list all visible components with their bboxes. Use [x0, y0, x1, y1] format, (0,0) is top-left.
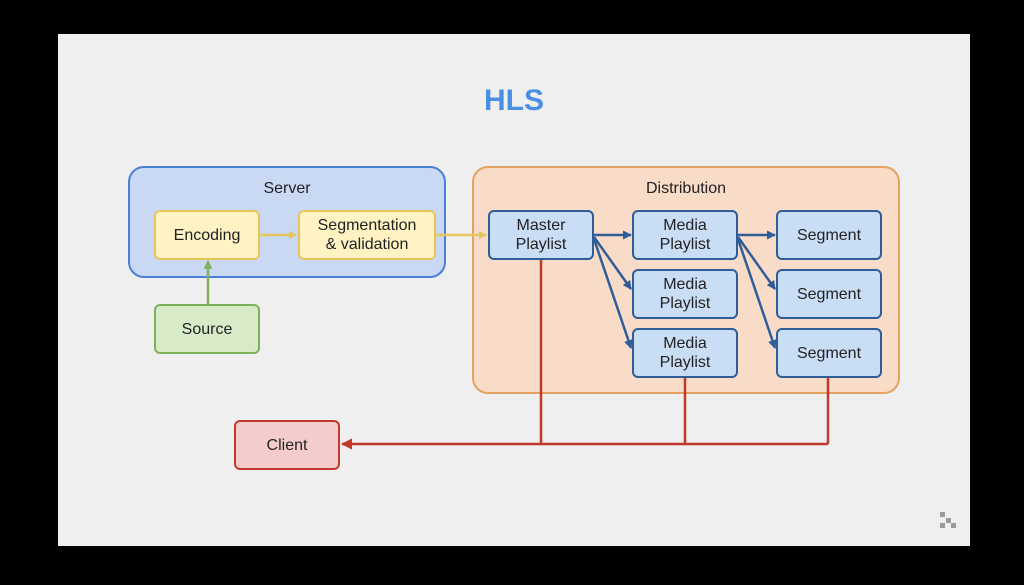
arrow-master-to-media-2: [592, 236, 633, 290]
master-playlist-node: Master Playlist: [488, 210, 594, 260]
media-playlist-node: Media Playlist: [632, 328, 738, 378]
arrow-media-to-segment-2: [736, 236, 777, 290]
client-node: Client: [234, 420, 340, 470]
watermark-logo-icon: [940, 512, 956, 528]
connector-arrows: [203, 230, 830, 450]
segment-node: Segment: [776, 210, 882, 260]
encoding-node: Encoding: [154, 210, 260, 260]
server-group-label: Server: [263, 180, 311, 197]
slide: HLS Server Distribution: [58, 34, 970, 546]
segmentation-node: Segmentation & validation: [298, 210, 436, 260]
segment-node: Segment: [776, 269, 882, 319]
diagram-title: HLS: [484, 84, 544, 117]
distribution-group-label: Distribution: [645, 180, 727, 197]
arrow-media-to-segment-3: [736, 238, 777, 349]
media-playlist-node: Media Playlist: [632, 269, 738, 319]
segment-node: Segment: [776, 328, 882, 378]
arrow-master-to-media-3: [592, 238, 633, 349]
media-playlist-node: Media Playlist: [632, 210, 738, 260]
source-node: Source: [154, 304, 260, 354]
